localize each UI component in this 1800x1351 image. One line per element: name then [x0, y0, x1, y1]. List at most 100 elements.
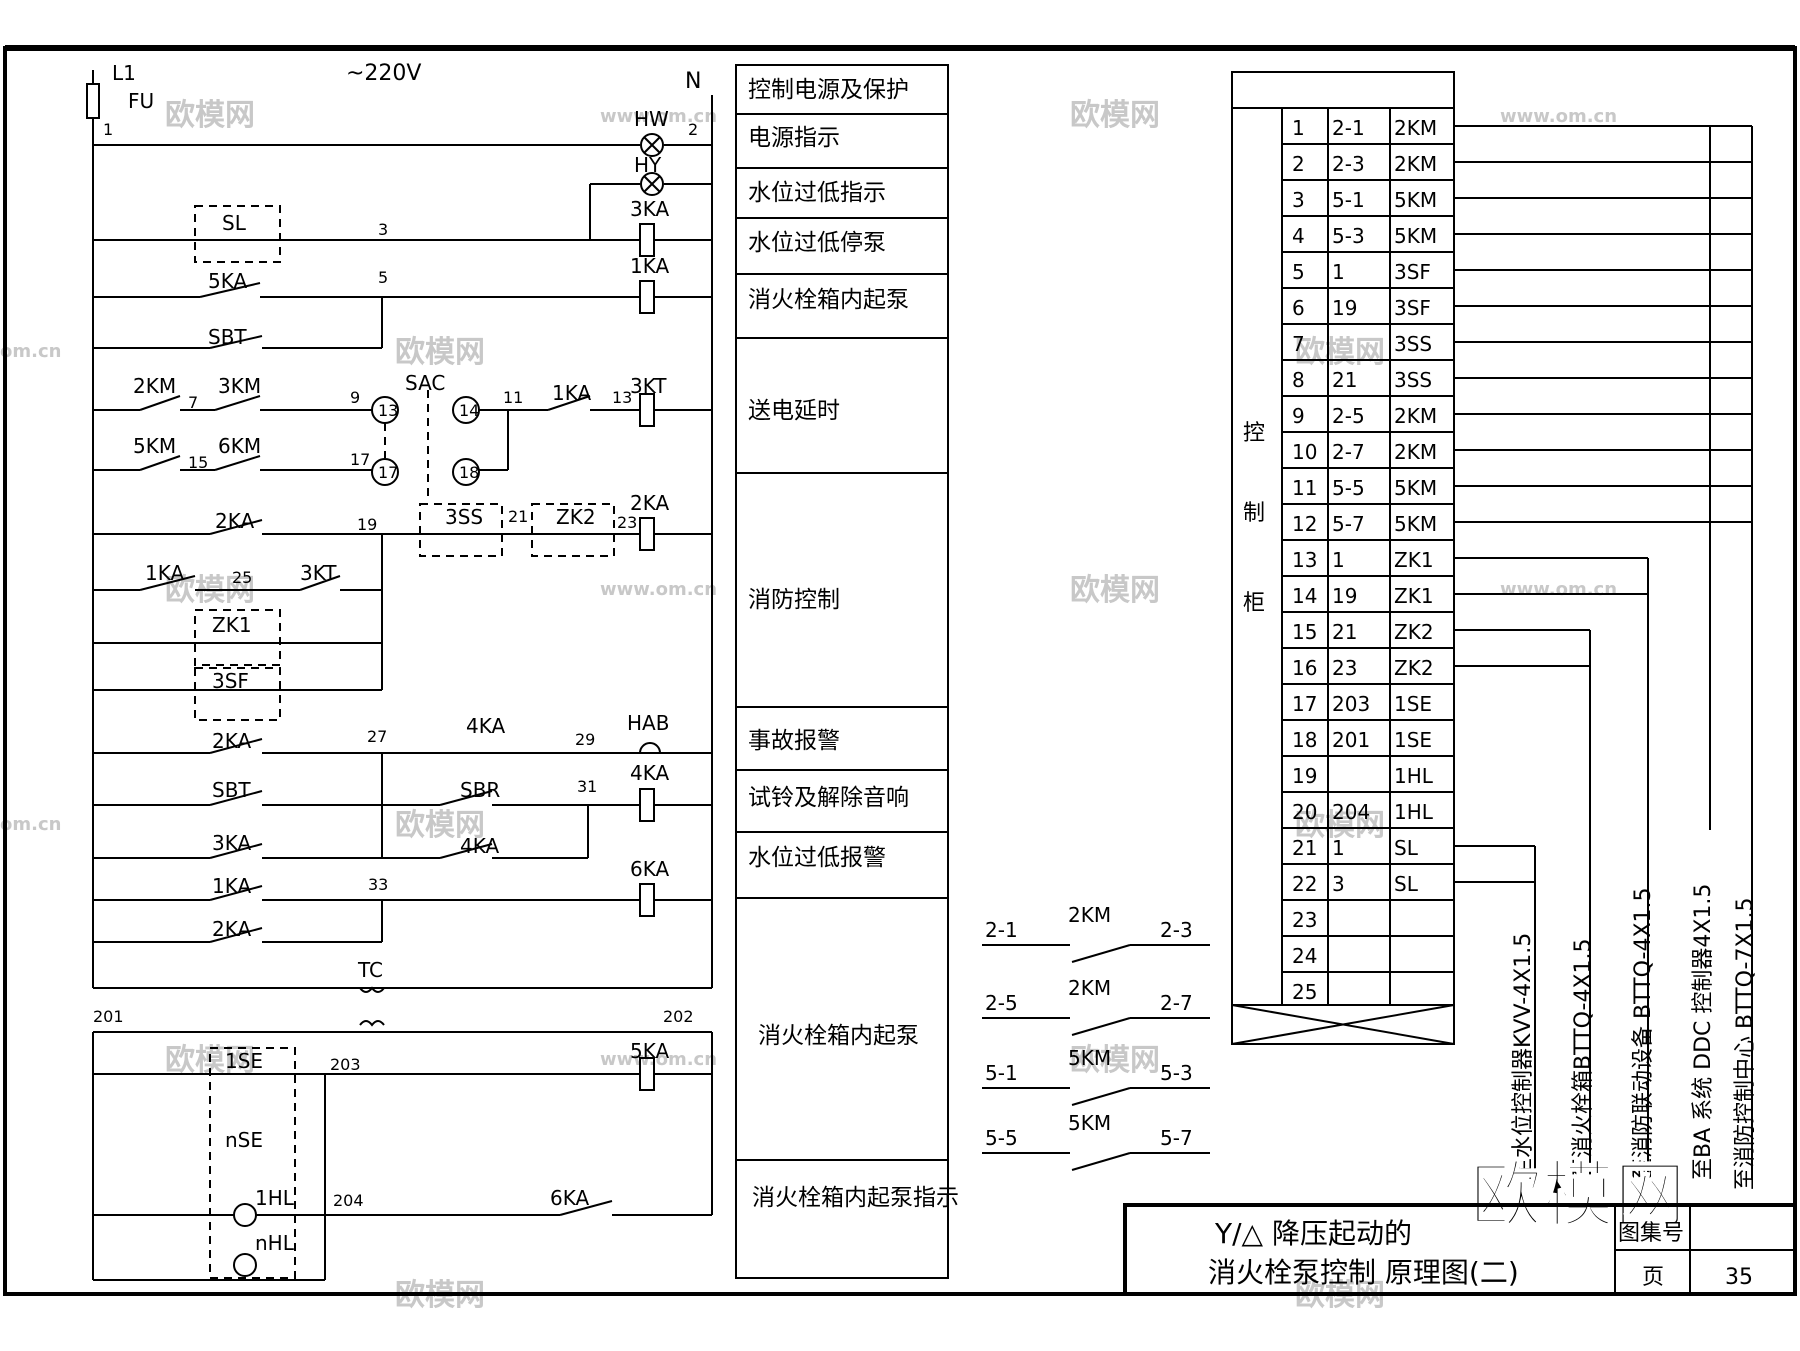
contact-terminal-right: 2-3: [1160, 918, 1193, 942]
contact-device: 5KM: [1068, 1046, 1111, 1070]
title-line-2: 消火栓泵控制 原理图(二): [1208, 1256, 1519, 1289]
watermark-url: www.om.cn: [1500, 579, 1617, 600]
diagram-label: 13: [612, 388, 632, 407]
terminal-number: 25: [1292, 980, 1317, 1004]
diagram-label: nSE: [225, 1128, 263, 1152]
diagram-label: 1KA: [212, 874, 251, 898]
cable-label: 至消防控制中心 BTTQ-7X1.5: [1733, 898, 1758, 1191]
terminal-device: 3SF: [1394, 296, 1431, 320]
contact-device: 2KM: [1068, 903, 1111, 927]
terminal-number: 13: [1292, 548, 1317, 572]
diagram-label: 1KA: [145, 561, 184, 585]
terminal-number: 9: [1292, 404, 1305, 428]
cabinet-label-char: 控: [1243, 421, 1265, 446]
diagram-label: 3KM: [218, 374, 261, 398]
diagram-label: 201: [93, 1007, 124, 1026]
terminal-wire: 23: [1332, 656, 1357, 680]
supply-phase: L1: [112, 61, 136, 85]
diagram-label: 17: [378, 463, 398, 482]
diagram-label: 5KM: [133, 434, 176, 458]
contact-terminal-left: 2-5: [985, 991, 1018, 1015]
terminal-wire: 19: [1332, 296, 1357, 320]
title-line-1: Y/△ 降压起动的: [1214, 1217, 1412, 1250]
contact-terminal-left: 5-5: [985, 1126, 1018, 1150]
watermark-url: www.om.cn: [1500, 106, 1617, 127]
diagram-label: 3KA: [212, 831, 251, 855]
relay-coil-4ka: [639, 788, 655, 822]
diagram-label: 18: [459, 463, 479, 482]
page-number: 35: [1725, 1265, 1753, 1290]
contact-device: 2KM: [1068, 976, 1111, 1000]
terminal-wire: 203: [1332, 692, 1370, 716]
diagram-label: SAC: [405, 371, 445, 395]
diagram-label: 1KA: [552, 381, 591, 405]
function-label: 消火栓箱内起泵: [748, 287, 909, 313]
diagram-label: 7: [188, 393, 198, 412]
terminal-device: SL: [1394, 836, 1419, 860]
terminal-number: 22: [1292, 872, 1317, 896]
diagram-label: 4KA: [460, 834, 499, 858]
function-label: 控制电源及保护: [748, 77, 909, 103]
diagram-label: 3KA: [630, 197, 669, 221]
watermark: 欧模网: [1070, 1043, 1160, 1078]
title-block: Y/△ 降压起动的 消火栓泵控制 原理图(二) 图集号 页 35: [1123, 1203, 1797, 1296]
terminal-number: 21: [1292, 836, 1317, 860]
terminal-number: 20: [1292, 800, 1317, 824]
diagram-label: 2KA: [212, 917, 251, 941]
terminal-number: 7: [1292, 332, 1305, 356]
terminal-device: 2KM: [1394, 116, 1437, 140]
diagram-label: 17: [350, 450, 370, 469]
timer-coil-3kt: [639, 393, 655, 427]
diagram-label: 11: [503, 388, 523, 407]
terminal-device: 1SE: [1394, 692, 1432, 716]
terminal-wire: 5-7: [1332, 512, 1365, 536]
relay-coil-3ka: [639, 223, 655, 257]
terminal-number: 2: [1292, 152, 1305, 176]
terminal-number: 19: [1292, 764, 1317, 788]
diagram-label: 3SS: [445, 505, 483, 529]
watermark-url: www.om.cn: [600, 579, 717, 600]
page-label: 页: [1642, 1265, 1664, 1290]
terminal-wire: 3: [1332, 872, 1345, 896]
watermark-url: om.cn: [0, 341, 61, 362]
diagram-label: 6KM: [218, 434, 261, 458]
diagram-label: 9: [350, 388, 360, 407]
cable-label: 至水位控制器KVV-4X1.5: [1511, 933, 1536, 1180]
diagram-label: 5KA: [208, 269, 247, 293]
diagram-label: 5: [378, 268, 388, 287]
cable-label: 至消防联动设备 BTTQ-4X1.5: [1631, 888, 1656, 1181]
watermark-logo: 欧模网: [1470, 1153, 1686, 1237]
terminal-wire: 2-1: [1332, 116, 1365, 140]
contact-device: 5KM: [1068, 1111, 1111, 1135]
terminal-device: 2KM: [1394, 404, 1437, 428]
diagram-label: 3SF: [212, 669, 249, 693]
terminal-device: 5KM: [1394, 512, 1437, 536]
function-label: 水位过低停泵: [748, 230, 886, 256]
terminal-device: 3SS: [1394, 332, 1432, 356]
diagram-label: 2KA: [630, 491, 669, 515]
contact-terminal-left: 2-1: [985, 918, 1018, 942]
terminal-number: 8: [1292, 368, 1305, 392]
terminal-wire: 201: [1332, 728, 1370, 752]
terminal-number: 14: [1292, 584, 1317, 608]
diagram-label: HAB: [627, 711, 669, 735]
terminal-wire: 5-1: [1332, 188, 1365, 212]
terminal-wire: 2-3: [1332, 152, 1365, 176]
cable-label: 至BA 系统 DDC 控制器4X1.5: [1691, 884, 1716, 1180]
terminal-device: 1HL: [1394, 800, 1434, 824]
terminal-number: 16: [1292, 656, 1317, 680]
diagram-label: SBT: [208, 325, 247, 349]
terminal-number: 15: [1292, 620, 1317, 644]
terminal-device: 2KM: [1394, 152, 1437, 176]
diagram-label: 23: [617, 513, 637, 532]
diagram-label: 27: [367, 727, 387, 746]
terminal-wire: 5-5: [1332, 476, 1365, 500]
terminal-device: 5KM: [1394, 476, 1437, 500]
diagram-label: 202: [663, 1007, 694, 1026]
watermark: 欧模网: [1070, 573, 1160, 608]
contact-terminal-right: 5-7: [1160, 1126, 1193, 1150]
diagram-label: 1SE: [225, 1049, 263, 1073]
terminal-device: ZK1: [1394, 548, 1434, 572]
cabinet-label-char: 柜: [1243, 591, 1265, 616]
